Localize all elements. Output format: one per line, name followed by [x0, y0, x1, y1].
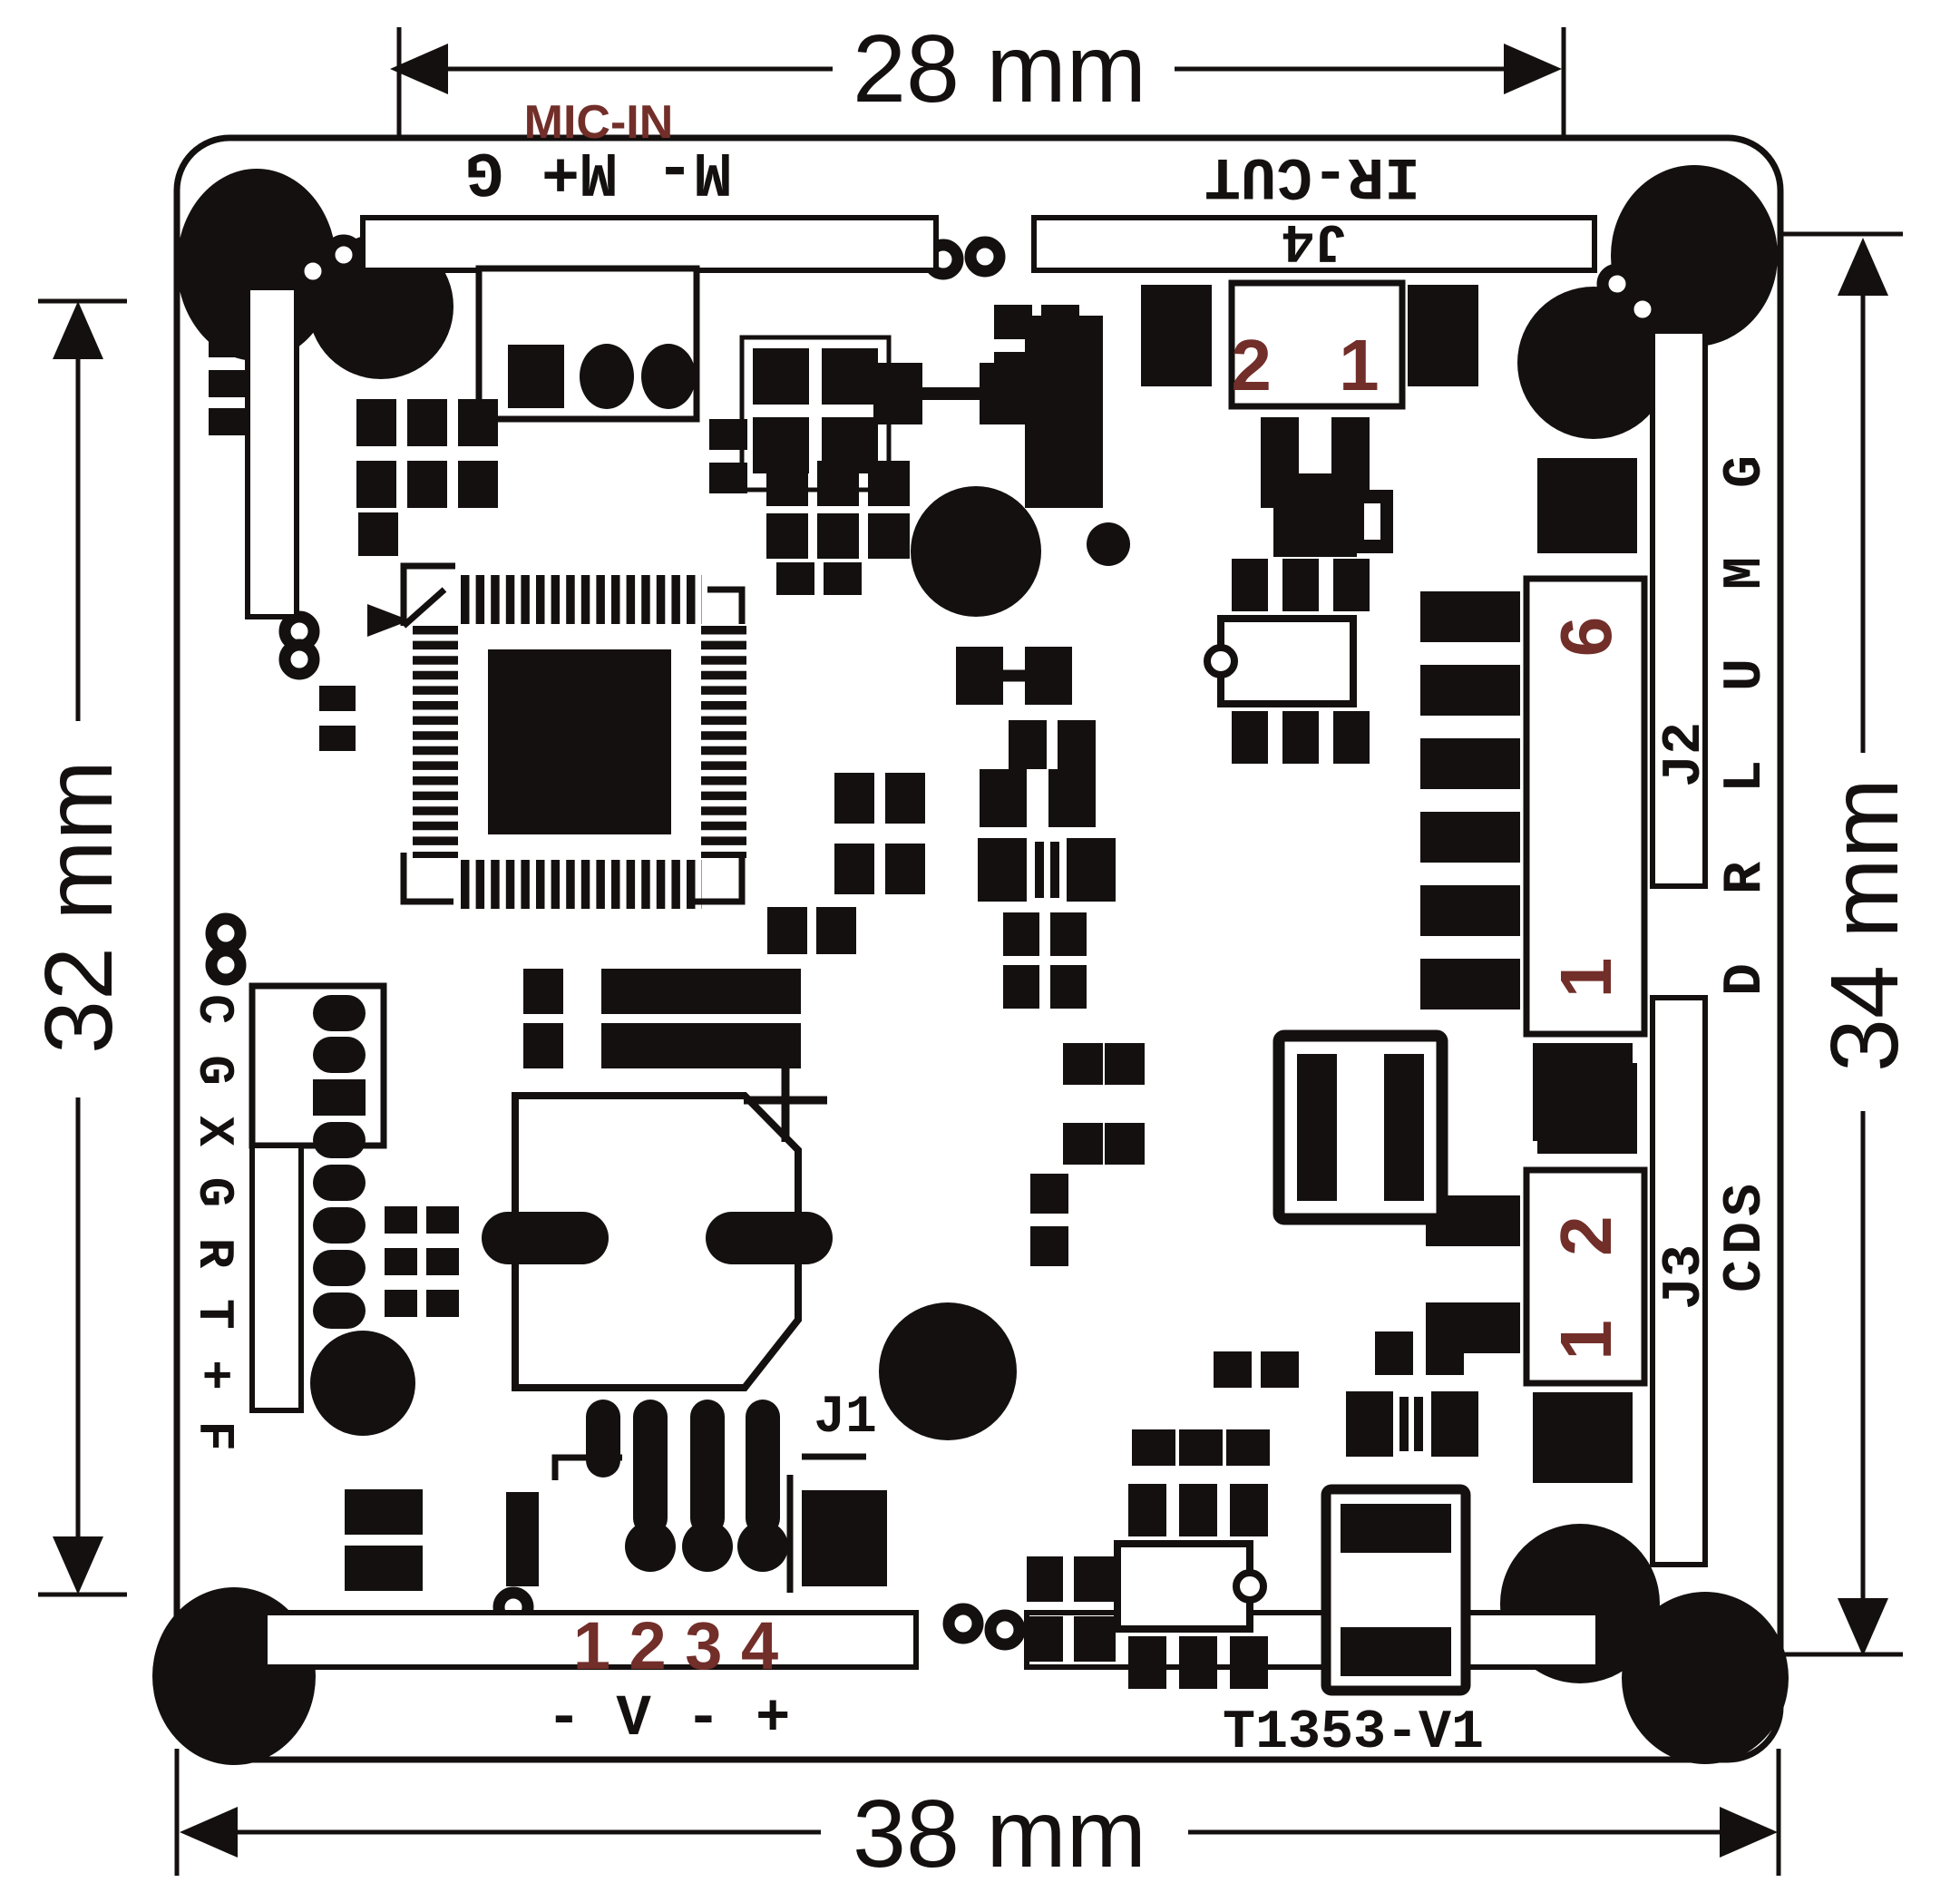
j2-label: J2: [1654, 722, 1716, 787]
j2-pin6: 6: [1546, 617, 1626, 658]
j4-connector-outline: [1228, 279, 1406, 410]
silk-corner: [691, 853, 746, 905]
arrow-left-icon: [390, 44, 448, 94]
vias: [205, 234, 1663, 1651]
mounting-hole: [310, 1331, 415, 1436]
silk-corner: [400, 853, 453, 905]
connector-j2: 6 1 J2 D R L U M G: [1420, 328, 1777, 1141]
capacitor-pad: [706, 1212, 833, 1264]
big-pad: [911, 486, 1041, 617]
ircut-label: IR-CUT: [1204, 141, 1420, 210]
board-model-label: T1353-V1: [1223, 1702, 1484, 1764]
j4-label: J4: [1282, 209, 1347, 270]
qfp-body: [488, 649, 671, 834]
j1-label: J1: [814, 1389, 877, 1448]
soic-ic-mid: [1204, 559, 1370, 764]
mic-pad: [580, 344, 634, 409]
big-pad: [879, 1302, 1017, 1440]
silk-strip: [1031, 215, 1597, 273]
capacitor-footprint: [482, 1058, 833, 1391]
soic-ic-bottom: [1114, 1484, 1268, 1689]
j3-signal-label: CDS: [1715, 1178, 1777, 1292]
arrow-left-icon: [180, 1807, 238, 1858]
main-ic-qfp: [367, 562, 746, 909]
smd-components: [209, 301, 1478, 1662]
dimension-left: 32 mm: [25, 298, 132, 1597]
j3-connector-outline: [1523, 1166, 1648, 1387]
j4-pad: [1408, 285, 1478, 386]
ic-outline: [1114, 1540, 1253, 1633]
dimension-bottom: 38 mm: [174, 1749, 1781, 1887]
j2-pin1: 1: [1546, 958, 1626, 999]
connector-j3: 1 2 J3 CDS: [1426, 995, 1777, 1567]
j4-pad: [1141, 285, 1212, 386]
mic-label: MIC-IN: [524, 96, 674, 149]
dimension-right: 34 mm: [1765, 231, 1918, 1657]
mic-pins-label: M- M+ G: [465, 134, 732, 206]
silk-strip: [1650, 995, 1708, 1567]
connector-j1: J1: [345, 1389, 887, 1593]
j1-pin-numbers: 1 2 3 4: [573, 1608, 778, 1683]
silk-strip: [245, 285, 299, 619]
mic-connector-area: MIC-IN M- M+ G: [360, 96, 939, 423]
arrow-down-icon: [53, 1536, 103, 1595]
capacitor-outline: [512, 1092, 802, 1391]
silk-corner: [707, 586, 746, 624]
silk-notch: [401, 587, 447, 629]
j2-connector-outline: [1523, 575, 1648, 1038]
mic-pad: [508, 345, 564, 408]
mic-pad: [641, 344, 696, 409]
silk-strip: [262, 1610, 919, 1670]
arrow-up-icon: [53, 301, 103, 359]
j3-pad: [1533, 1392, 1633, 1483]
left-connector-signals: C G X G R T + F: [185, 994, 243, 1451]
j1-signals-label: - V - +: [547, 1687, 791, 1752]
dim-top-label: 28 mm: [853, 15, 1146, 122]
j4-pin-numbers: 2 1: [1231, 325, 1402, 405]
ic-outline: [1217, 615, 1357, 707]
dim-left-label: 32 mm: [25, 760, 132, 1054]
silk-strip: [360, 215, 939, 273]
silk-corner: [400, 562, 455, 626]
power-component: [1321, 1484, 1471, 1696]
small-pad: [1087, 522, 1130, 566]
mounting-hole: [1622, 1592, 1789, 1764]
dim-bottom-label: 38 mm: [853, 1780, 1146, 1887]
ircut-connector-j4: IR-CUT J4 2 1: [1031, 141, 1597, 508]
power-component: [1273, 1029, 1448, 1225]
capacitor-pad: [482, 1212, 609, 1264]
silk-strip: [249, 1143, 304, 1413]
pin1-arrow-icon: [367, 604, 410, 637]
j2-pad: [1537, 458, 1637, 553]
j3-pad: [1537, 1063, 1637, 1154]
j3-pin-numbers: 1 2: [1546, 1194, 1626, 1360]
pin1-notch-icon: [1233, 1569, 1267, 1604]
left-connector: C G X G R T + F: [185, 285, 459, 1451]
arrow-up-icon: [1838, 238, 1888, 296]
j3-label: J3: [1654, 1244, 1716, 1310]
pin1-notch-icon: [1204, 644, 1238, 678]
silk-mark: [551, 1454, 622, 1480]
silk-strip: [1650, 328, 1708, 889]
j2-signals-label: D R L U M G: [1715, 437, 1777, 996]
arrow-down-icon: [1838, 1598, 1888, 1656]
arrow-right-icon: [1504, 44, 1562, 94]
dim-right-label: 34 mm: [1811, 778, 1918, 1072]
arrow-right-icon: [1720, 1807, 1778, 1858]
